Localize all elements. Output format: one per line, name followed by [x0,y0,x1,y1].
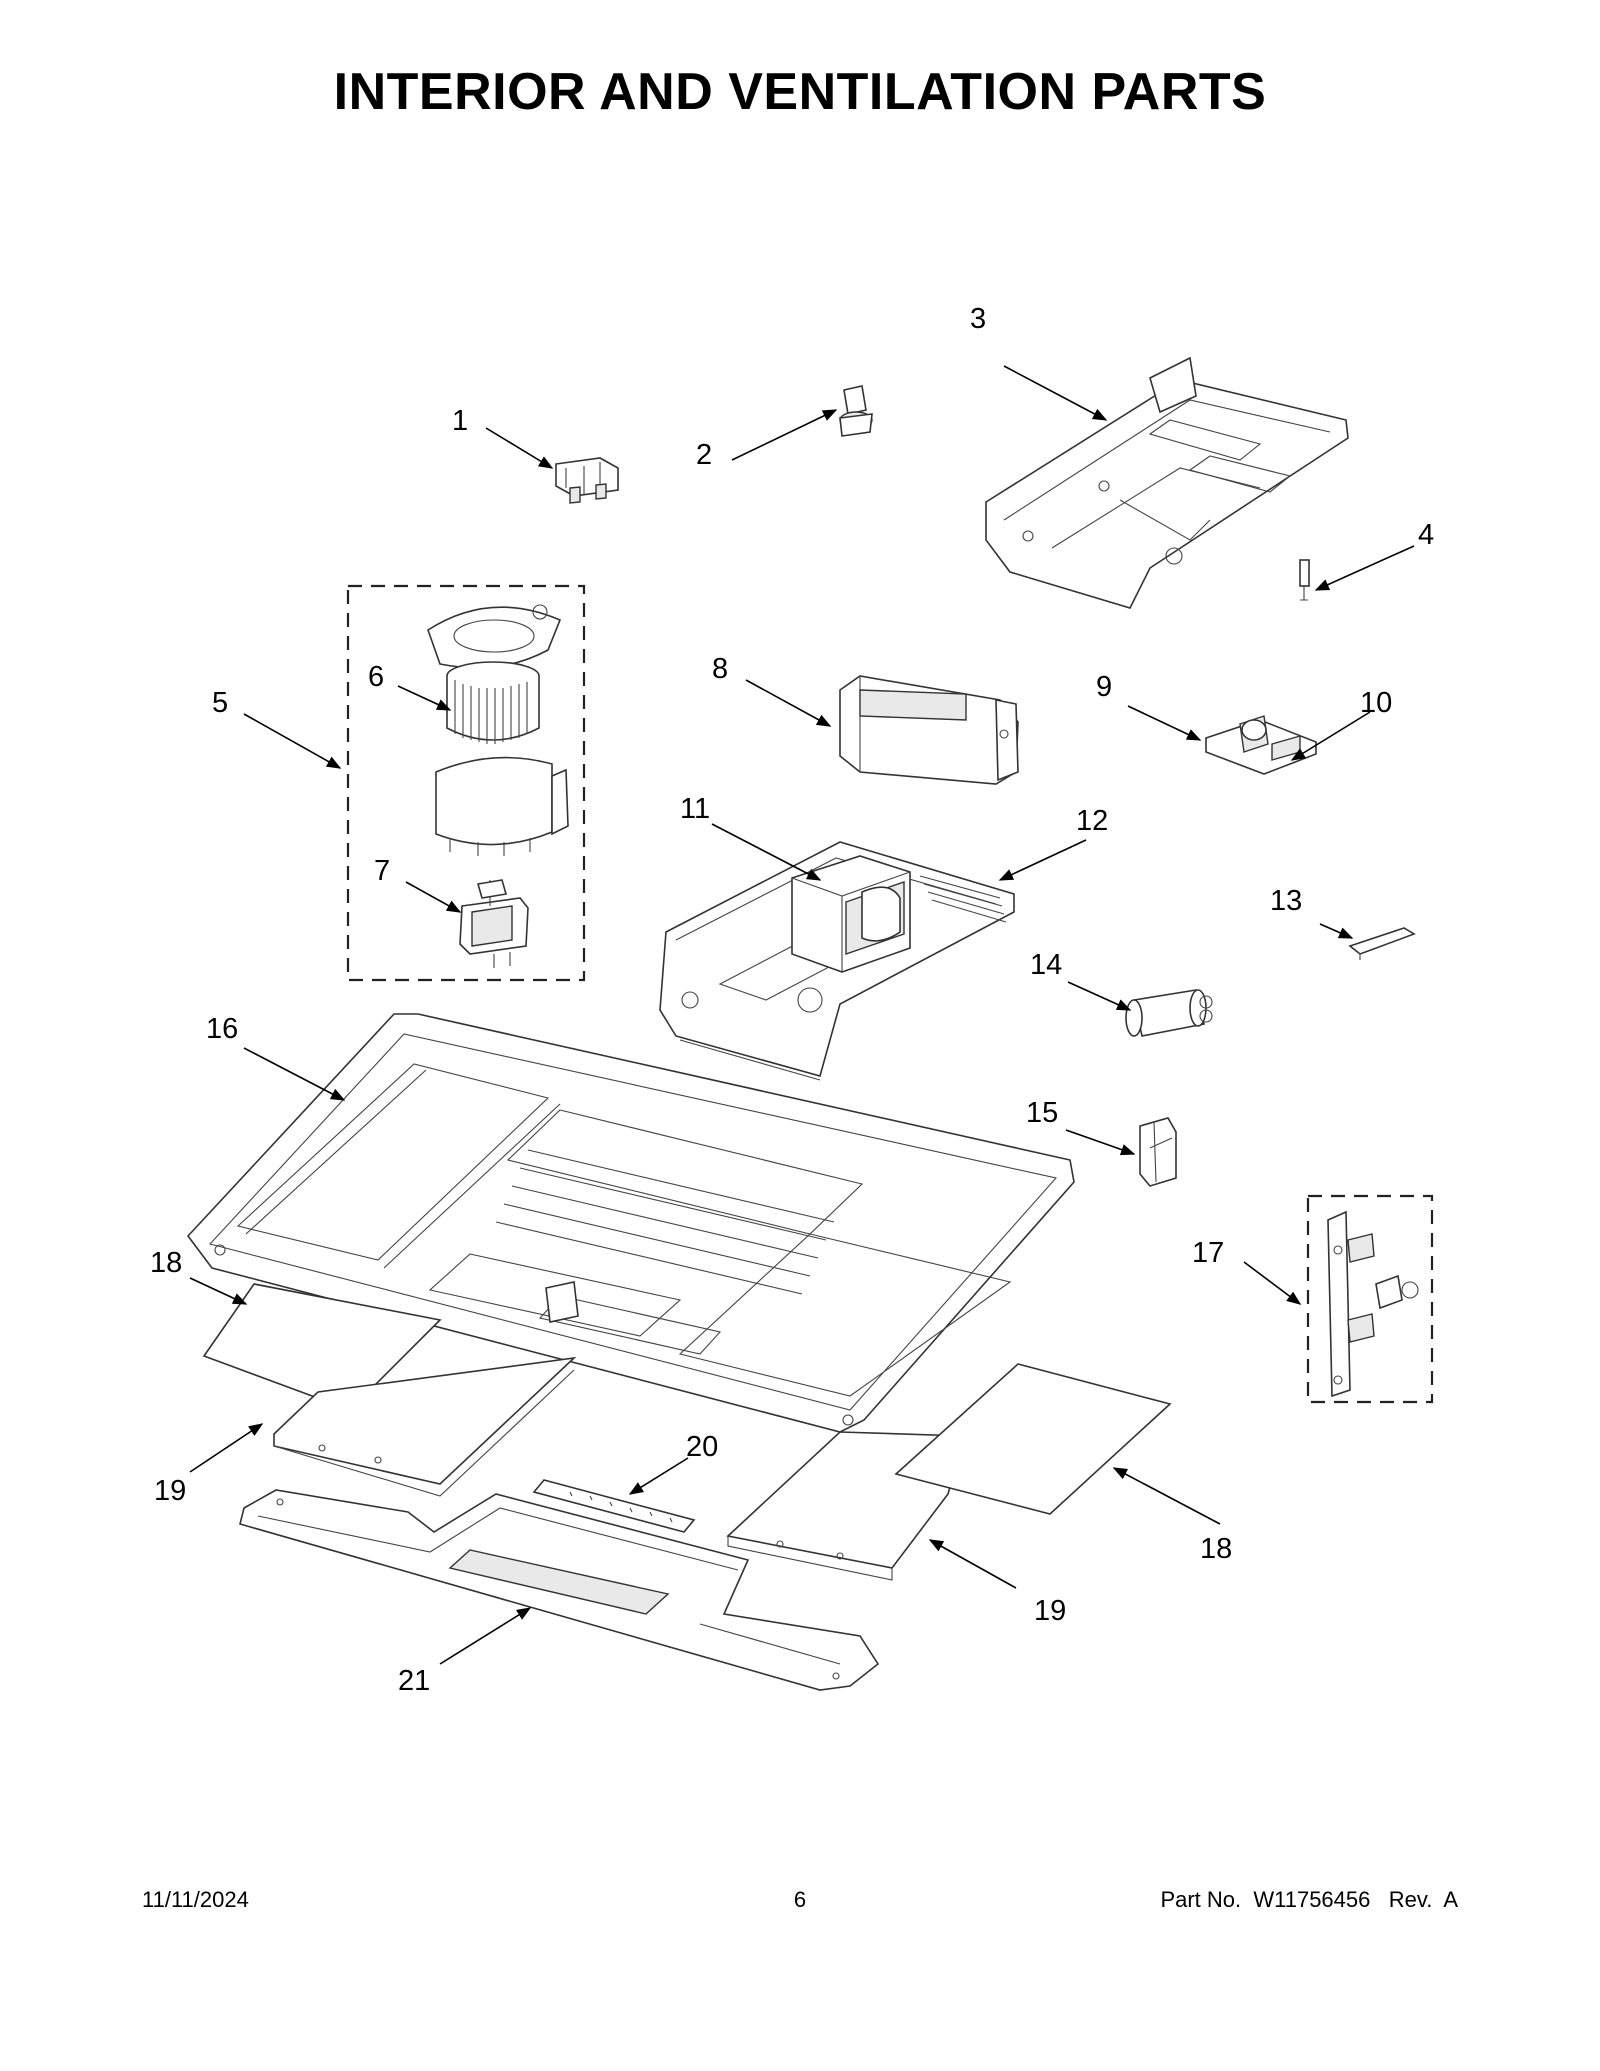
callout-12: 12 [1076,805,1108,837]
callout-18-right: 18 [1200,1533,1232,1565]
callout-11: 11 [680,793,710,825]
callout-19-left: 19 [154,1475,186,1507]
blower-assembly-box [346,584,586,982]
part-18-right-sheet [894,1363,1172,1515]
callout-9: 9 [1096,671,1112,703]
callout-4: 4 [1418,519,1434,551]
callout-3: 3 [970,303,986,335]
callout-6: 6 [368,661,384,693]
part-18-left-sheet [202,1283,442,1411]
part-20-strip [532,1479,696,1533]
interlock-assembly-box [1306,1194,1434,1404]
callout-2: 2 [696,439,712,471]
callout-21: 21 [398,1665,430,1697]
blower-housing [435,756,569,856]
callout-10: 10 [1360,687,1392,719]
part-15-clip [1139,1117,1177,1187]
callout-1: 1 [452,405,468,437]
part-4-sensor [1299,559,1310,601]
part-7-motor [459,879,529,968]
part-9-board [1205,715,1317,775]
part-17-switch-bracket [1327,1210,1419,1398]
part-6-blower-wheel [446,661,540,744]
callout-18-left: 18 [150,1247,182,1279]
leader-arrows [189,365,1415,1665]
callout-5: 5 [212,687,228,719]
part-11-transformer [791,855,911,973]
part-3-top-bracket [985,356,1349,609]
part-16-cavity-frame [186,1013,1075,1433]
part-2-foot [839,385,873,437]
footer-date: 11/11/2024 [142,1887,249,1912]
part-1-bracket [555,457,619,504]
blower-top-plate [427,604,562,669]
part-19-left-board [273,1356,577,1497]
part-21-front-trim [239,1489,880,1691]
part-13-plate [1348,927,1416,960]
callout-14: 14 [1030,949,1062,981]
part-8-duct [839,675,1019,785]
callout-13: 13 [1270,885,1302,917]
callout-labels: 1 2 3 4 5 6 7 8 9 10 11 12 13 14 15 16 1… [150,303,1434,1697]
callout-20: 20 [686,1431,718,1463]
page-title: INTERIOR AND VENTILATION PARTS [333,63,1267,121]
callout-17: 17 [1192,1237,1224,1269]
part-14-capacitor [1125,989,1213,1037]
footer-part-number: Part No. W11756456 Rev. A [1160,1887,1458,1912]
callout-16: 16 [206,1013,238,1045]
callout-15: 15 [1026,1097,1058,1129]
callout-8: 8 [712,653,728,685]
footer-page-number: 6 [793,1887,807,1912]
callout-19-right: 19 [1034,1595,1066,1627]
callout-7: 7 [374,855,390,887]
